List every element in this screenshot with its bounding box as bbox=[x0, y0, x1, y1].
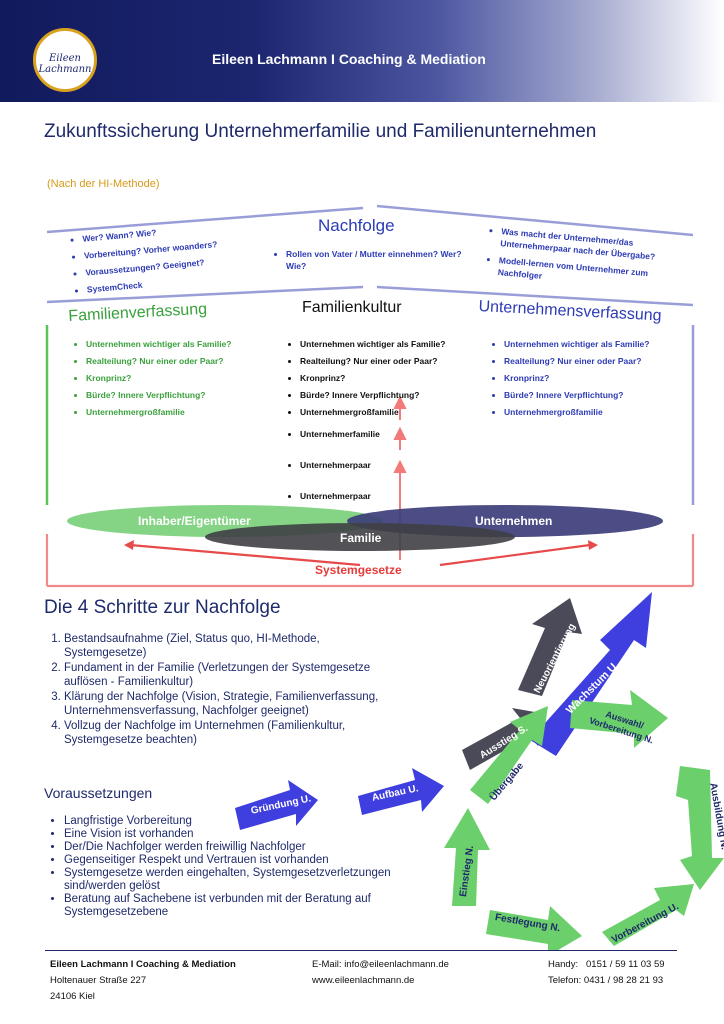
list-item: Realteilung? Nur einer oder Paar? bbox=[504, 355, 704, 367]
nachfolge-middle-list: Rollen von Vater / Mutter einnehmen? Wer… bbox=[272, 248, 471, 277]
system-arrowhead-right bbox=[588, 540, 598, 550]
list-item: Bürde? Innere Verpflichtung? bbox=[504, 389, 704, 401]
requirements-title: Voraussetzungen bbox=[44, 785, 153, 801]
list-item: Klärung der Nachfolge (Vision, Strategie… bbox=[64, 690, 404, 718]
list-item: Kronprinz? bbox=[86, 372, 286, 384]
list-item: Gegenseitiger Respekt und Vertrauen ist … bbox=[64, 854, 404, 867]
diagram-graphics bbox=[45, 204, 695, 588]
einstieg-arrow bbox=[444, 808, 490, 906]
neuorientierung-arrow bbox=[518, 598, 582, 696]
list-item: Bestandsaufnahme (Ziel, Status quo, HI-M… bbox=[64, 632, 404, 660]
list-item: Unternehmergroßfamilie bbox=[504, 406, 704, 418]
footer-city: 24106 Kiel bbox=[50, 991, 95, 1002]
familienverfassung-list: Unternehmen wichtiger als Familie? Realt… bbox=[72, 338, 286, 423]
steps-title: Die 4 Schritte zur Nachfolge bbox=[44, 597, 281, 618]
list-item: Kronprinz? bbox=[504, 372, 704, 384]
gruendung-arrow bbox=[235, 780, 318, 830]
page-title: Zukunftssicherung Unternehmerfamilie und… bbox=[44, 121, 597, 142]
wachstum-arrow bbox=[530, 592, 652, 756]
list-item: Beratung auf Sachebene ist verbunden mit… bbox=[64, 893, 404, 919]
list-item: Unternehmergroßfamilie bbox=[300, 406, 500, 418]
footer-email[interactable]: E-Mail: info@eileenlachmann.de bbox=[312, 959, 449, 970]
list-item: Bürde? Innere Verpflichtung? bbox=[86, 389, 286, 401]
footer-handy: Handy: 0151 / 59 11 03 59 bbox=[548, 959, 665, 970]
system-arrowhead-left bbox=[124, 540, 134, 550]
roof-right-bottom bbox=[376, 285, 694, 307]
header-title: Eileen Lachmann I Coaching & Mediation bbox=[212, 51, 486, 67]
unternehmensverfassung-list: Unternehmen wichtiger als Familie? Realt… bbox=[490, 338, 704, 423]
owner-label: Inhaber/Eigentümer bbox=[138, 514, 251, 528]
footer-telefon: Telefon: 0431 / 98 28 21 93 bbox=[548, 975, 664, 986]
uebergabe-arrow bbox=[470, 706, 548, 804]
logo: Eileen Lachmann bbox=[33, 28, 97, 92]
list-item: Unternehmerpaar bbox=[300, 490, 450, 502]
system-arrow-right bbox=[439, 543, 591, 567]
list-item: Unternehmerfamilie bbox=[300, 428, 450, 440]
list-item: Unternehmen wichtiger als Familie? bbox=[86, 338, 286, 350]
list-item: Unternehmen wichtiger als Familie? bbox=[504, 338, 704, 350]
familienkultur-list: Unternehmen wichtiger als Familie? Realt… bbox=[286, 338, 500, 423]
list-item: Eine Vision ist vorhanden bbox=[64, 828, 404, 841]
company-label: Unternehmen bbox=[475, 514, 553, 528]
list-item: Realteilung? Nur einer oder Paar? bbox=[86, 355, 286, 367]
system-label: Systemgesetze bbox=[315, 563, 402, 577]
logo-text: Eileen Lachmann bbox=[38, 53, 92, 75]
up-arrow-head-3 bbox=[393, 395, 407, 409]
festlegung-arrow bbox=[486, 906, 582, 950]
ausbildung-arrow bbox=[676, 766, 724, 890]
footer-web[interactable]: www.eileenlachmann.de bbox=[312, 975, 415, 986]
roof-left-top bbox=[46, 206, 364, 234]
footer-street: Holtenauer Straße 227 bbox=[50, 975, 147, 986]
system-arrow-left bbox=[129, 543, 361, 567]
list-item: Realteilung? Nur einer oder Paar? bbox=[300, 355, 500, 367]
roof-left-bottom bbox=[46, 285, 364, 304]
list-item: Unternehmerpaar bbox=[300, 459, 450, 471]
list-item: Unternehmergroßfamilie bbox=[86, 406, 286, 418]
steps-list: Bestandsaufnahme (Ziel, Status quo, HI-M… bbox=[44, 632, 404, 748]
header-banner bbox=[0, 0, 724, 102]
list-item: Kronprinz? bbox=[300, 372, 500, 384]
list-item: Langfristige Vorbereitung bbox=[64, 815, 404, 828]
familienkultur-stack: Unternehmerfamilie Unternehmerpaar Unter… bbox=[286, 428, 450, 507]
footer-divider bbox=[45, 950, 677, 951]
footer-name: Eileen Lachmann I Coaching & Mediation bbox=[50, 959, 236, 970]
list-item: Unternehmen wichtiger als Familie? bbox=[300, 338, 500, 350]
aufbau-arrow bbox=[358, 768, 444, 815]
list-item: Fundament in der Familie (Verletzungen d… bbox=[64, 661, 404, 689]
list-item: Bürde? Innere Verpflichtung? bbox=[300, 389, 500, 401]
family-ellipse bbox=[205, 523, 515, 551]
page-subtitle: (Nach der HI-Methode) bbox=[47, 178, 160, 190]
auswahl-arrow bbox=[570, 690, 668, 748]
up-arrow-head-1 bbox=[393, 459, 407, 473]
up-arrow-head-2 bbox=[393, 426, 407, 440]
roof-right-top bbox=[376, 204, 694, 237]
family-label: Familie bbox=[340, 531, 382, 545]
list-item: Der/Die Nachfolger werden freiwillig Nac… bbox=[64, 841, 404, 854]
nachfolge-heading: Nachfolge bbox=[318, 216, 395, 235]
familienkultur-heading: Familienkultur bbox=[302, 299, 402, 316]
requirements-list: Langfristige Vorbereitung Eine Vision is… bbox=[44, 815, 404, 919]
list-item: Rollen von Vater / Mutter einnehmen? Wer… bbox=[286, 248, 471, 272]
list-item: Vollzug der Nachfolge im Unternehmen (Fa… bbox=[64, 719, 404, 747]
list-item: Systemgesetze werden eingehalten, System… bbox=[64, 867, 404, 893]
vorbereitung-arrow bbox=[602, 884, 694, 946]
arrow-cycle bbox=[235, 592, 724, 950]
